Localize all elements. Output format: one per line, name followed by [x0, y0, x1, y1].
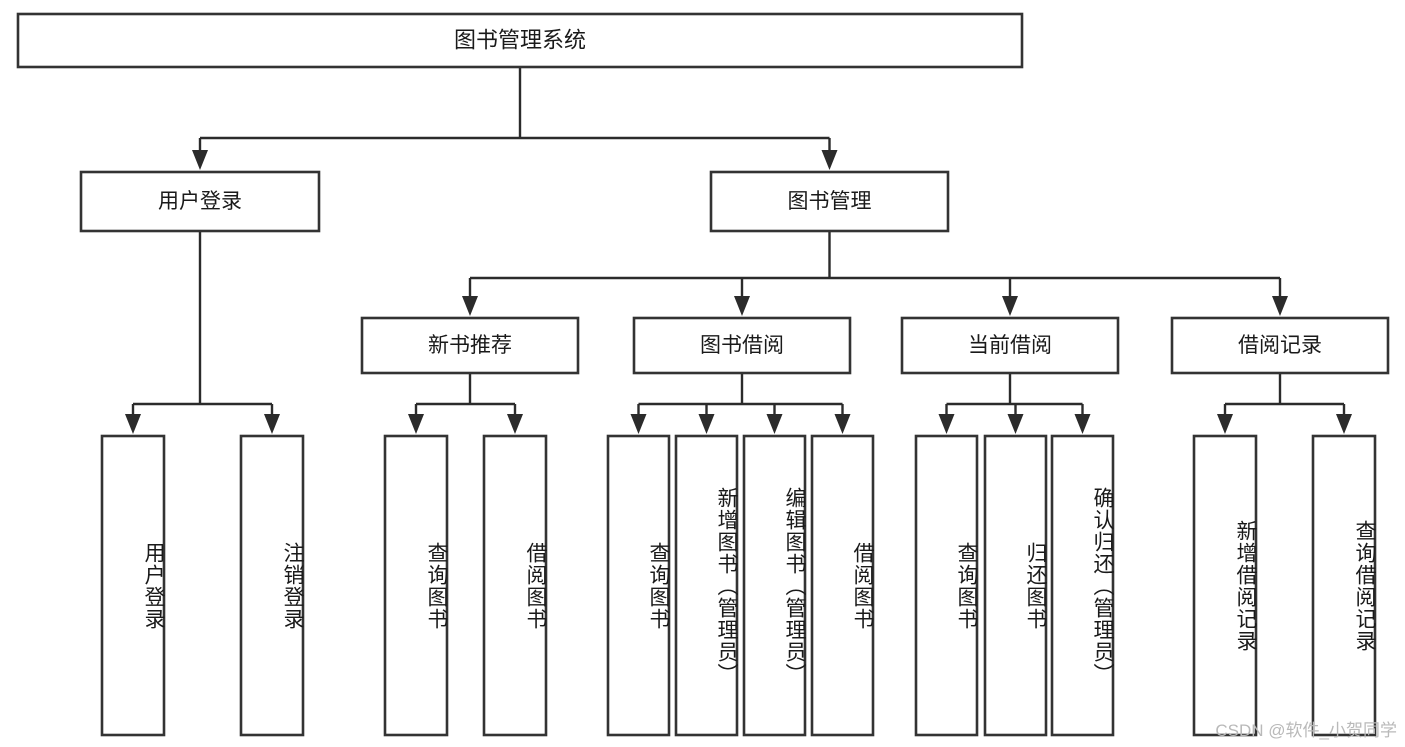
node-leaf-logout[interactable]	[239, 434, 305, 737]
node-leaf-query-book-borrow[interactable]	[606, 434, 671, 737]
node-box[interactable]	[709, 170, 950, 233]
node-box[interactable]	[900, 316, 1120, 375]
node-box[interactable]	[360, 316, 580, 375]
node-box[interactable]	[606, 434, 671, 737]
node-label: 用户登录	[158, 190, 242, 213]
node-box[interactable]	[16, 12, 1024, 69]
node-box[interactable]	[79, 170, 321, 233]
arrow-head-icon	[1272, 296, 1288, 316]
node-label: 图书管理系统	[454, 27, 586, 52]
node-leaf-borrow-book-rec[interactable]	[482, 434, 548, 737]
node-box[interactable]	[1311, 434, 1377, 737]
arrow-head-icon	[125, 414, 141, 434]
arrow-head-icon	[698, 414, 715, 434]
arrow-head-icon	[1002, 296, 1018, 316]
arrow-head-icon	[1074, 414, 1091, 434]
arrow-head-icon	[1217, 414, 1233, 434]
node-leaf-add-book[interactable]	[674, 434, 739, 737]
node-user-login[interactable]: 用户登录	[79, 170, 321, 233]
node-leaf-edit-book[interactable]	[742, 434, 807, 737]
node-leaf-confirm-return[interactable]	[1050, 434, 1115, 737]
node-box[interactable]	[810, 434, 875, 737]
node-label: 图书管理	[788, 190, 872, 213]
node-leaf-user-login[interactable]	[100, 434, 166, 737]
arrow-head-icon	[1336, 414, 1352, 434]
arrow-head-icon	[462, 296, 478, 316]
node-leaf-borrow-book[interactable]	[810, 434, 875, 737]
node-box[interactable]	[914, 434, 979, 737]
node-box[interactable]	[674, 434, 739, 737]
node-leaf-query-record[interactable]	[1311, 434, 1377, 737]
node-box[interactable]	[100, 434, 166, 737]
arrow-head-icon	[264, 414, 280, 434]
arrow-head-icon	[1007, 414, 1024, 434]
node-box[interactable]	[742, 434, 807, 737]
node-label: 新书推荐	[428, 334, 512, 357]
node-box[interactable]	[1050, 434, 1115, 737]
arrow-head-icon	[821, 150, 838, 170]
watermark-text: CSDN @软件_小贺同学	[1215, 721, 1397, 740]
node-label: 当前借阅	[968, 334, 1052, 357]
connector-lines	[125, 67, 1352, 434]
node-box[interactable]	[383, 434, 449, 737]
node-box[interactable]	[482, 434, 548, 737]
arrow-head-icon	[630, 414, 647, 434]
arrow-head-icon	[507, 414, 523, 434]
node-label: 图书借阅	[700, 334, 784, 357]
arrow-head-icon	[192, 150, 208, 170]
arrow-head-icon	[834, 414, 851, 434]
arrow-head-icon	[938, 414, 955, 434]
arrow-head-icon	[734, 296, 750, 316]
node-leaf-query-book-rec[interactable]	[383, 434, 449, 737]
node-root-图书管理系统[interactable]: 图书管理系统	[16, 12, 1024, 69]
arrow-head-icon	[766, 414, 783, 434]
node-box[interactable]	[239, 434, 305, 737]
node-current-borrow[interactable]: 当前借阅	[900, 316, 1120, 375]
node-borrow-record[interactable]: 借阅记录	[1170, 316, 1390, 375]
node-label: 借阅记录	[1238, 334, 1322, 357]
node-book-borrow[interactable]: 图书借阅	[632, 316, 852, 375]
node-box[interactable]	[1192, 434, 1258, 737]
node-leaf-query-book-cur[interactable]	[914, 434, 979, 737]
node-leaf-return-book[interactable]	[983, 434, 1048, 737]
arrow-head-icon	[408, 414, 424, 434]
node-book-manage[interactable]: 图书管理	[709, 170, 950, 233]
node-new-book-rec[interactable]: 新书推荐	[360, 316, 580, 375]
node-leaf-add-record[interactable]	[1192, 434, 1258, 737]
node-box[interactable]	[632, 316, 852, 375]
node-box[interactable]	[983, 434, 1048, 737]
node-box[interactable]	[1170, 316, 1390, 375]
